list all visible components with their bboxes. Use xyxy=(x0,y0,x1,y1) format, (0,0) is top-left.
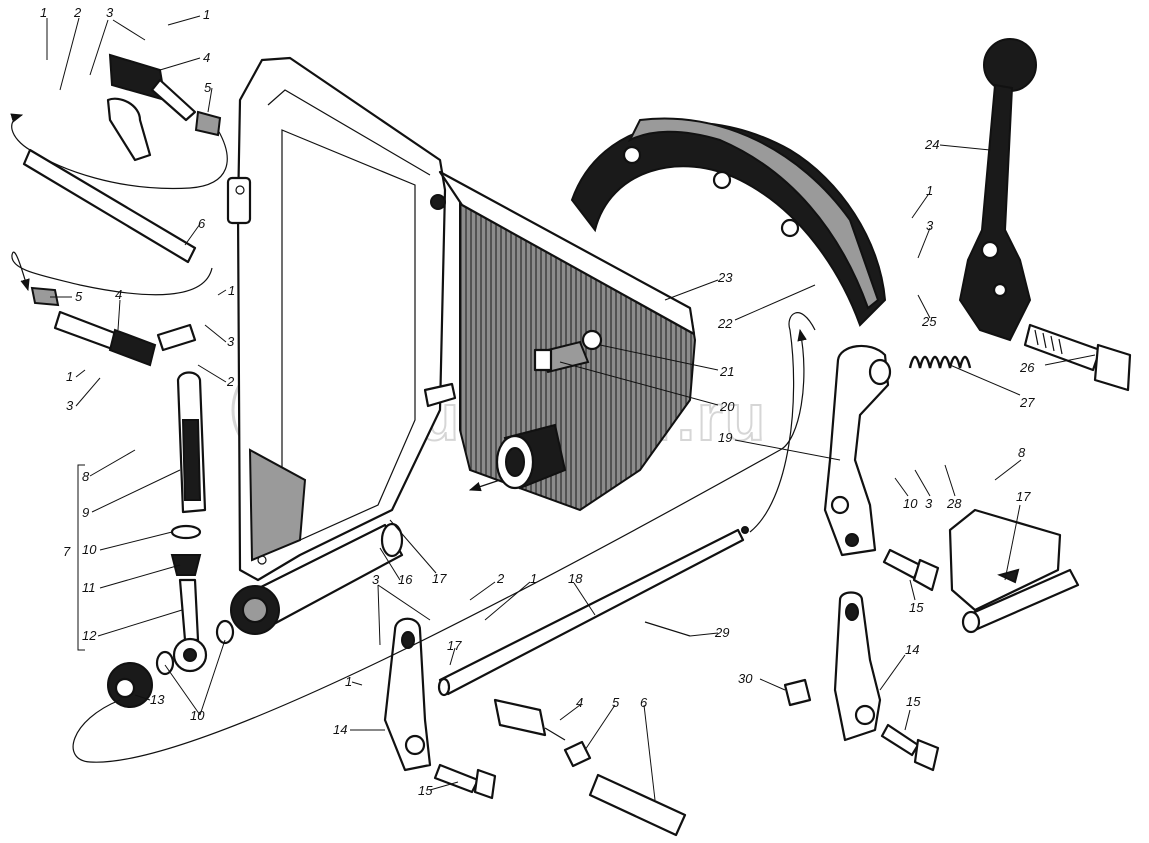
callout-22: 22 xyxy=(717,316,733,331)
callout-17: 17 xyxy=(447,638,462,653)
callout-29: 29 xyxy=(714,625,729,640)
ribbed-plate xyxy=(423,170,697,512)
callout-14: 14 xyxy=(905,642,919,657)
callout-3: 3 xyxy=(926,218,934,233)
callout-28: 28 xyxy=(946,496,962,511)
lever-rod xyxy=(176,371,207,514)
lever-right xyxy=(833,591,882,742)
lever-left xyxy=(383,617,432,772)
callout-9: 9 xyxy=(82,505,89,520)
mounting-plate-frame xyxy=(226,56,447,582)
callout-3: 3 xyxy=(372,572,380,587)
callout-1: 1 xyxy=(40,5,47,20)
callout-16: 16 xyxy=(398,572,413,587)
sleeve-bushing xyxy=(495,423,567,490)
selector-arm xyxy=(823,344,892,557)
knob-gear xyxy=(107,619,235,708)
callout-10: 10 xyxy=(82,542,97,557)
callout-14: 14 xyxy=(333,722,347,737)
callout-15: 15 xyxy=(909,600,924,615)
callout-1: 1 xyxy=(530,571,537,586)
callout-23: 23 xyxy=(717,270,733,285)
main-shaft xyxy=(437,526,749,697)
callout-1: 1 xyxy=(66,369,73,384)
callout-4: 4 xyxy=(203,50,210,65)
callout-21: 21 xyxy=(719,364,734,379)
callout-4: 4 xyxy=(576,695,583,710)
coil-spring xyxy=(908,355,972,369)
callout-5: 5 xyxy=(75,289,83,304)
callout-6: 6 xyxy=(198,216,206,231)
callout-27: 27 xyxy=(1019,395,1035,410)
rod-upper xyxy=(22,148,197,264)
callout-30: 30 xyxy=(738,671,753,686)
callout-3: 3 xyxy=(925,496,933,511)
callout-1: 1 xyxy=(228,283,235,298)
callout-7: 7 xyxy=(63,544,71,559)
assembly-arrows xyxy=(10,113,816,763)
fork-upper xyxy=(106,53,222,162)
fork-lower xyxy=(493,698,687,837)
callout-11: 11 xyxy=(82,580,96,595)
group-bracket xyxy=(77,464,85,651)
callout-20: 20 xyxy=(719,399,735,414)
callout-1: 1 xyxy=(926,183,933,198)
callout-8: 8 xyxy=(1018,445,1026,460)
callout-1: 1 xyxy=(203,7,210,22)
callout-5: 5 xyxy=(204,80,212,95)
callout-2: 2 xyxy=(496,571,505,586)
leader-lines xyxy=(46,15,1096,801)
callout-25: 25 xyxy=(921,314,937,329)
fork-middle xyxy=(30,286,197,367)
callout-12: 12 xyxy=(82,628,97,643)
callout-8: 8 xyxy=(82,469,90,484)
callout-3: 3 xyxy=(106,5,114,20)
washers-stack xyxy=(170,524,208,673)
callout-3: 3 xyxy=(66,398,74,413)
callout-3: 3 xyxy=(227,334,235,349)
callout-24: 24 xyxy=(924,137,939,152)
gear-lever xyxy=(958,38,1037,342)
callout-10: 10 xyxy=(903,496,918,511)
callout-15: 15 xyxy=(418,783,433,798)
gear-sector xyxy=(570,117,887,327)
callout-labels: 1 2 3 1 4 5 6 5 4 1 3 1 3 2 8 9 7 10 11 … xyxy=(40,5,1035,798)
callout-18: 18 xyxy=(568,571,583,586)
callout-19: 19 xyxy=(718,430,732,445)
callout-26: 26 xyxy=(1019,360,1035,375)
callout-5: 5 xyxy=(612,695,620,710)
callout-10: 10 xyxy=(190,708,205,723)
callout-2: 2 xyxy=(226,374,235,389)
callout-4: 4 xyxy=(115,287,122,302)
callout-1: 1 xyxy=(345,674,352,689)
callout-17: 17 xyxy=(432,571,447,586)
callout-15: 15 xyxy=(906,694,921,709)
pinion-tube xyxy=(230,522,404,635)
callout-6: 6 xyxy=(640,695,648,710)
callout-13: 13 xyxy=(150,692,165,707)
small-bolts xyxy=(433,548,940,800)
bolt-long xyxy=(1023,323,1132,392)
callout-2: 2 xyxy=(73,5,82,20)
bracket-partial xyxy=(948,508,1080,634)
callout-17: 17 xyxy=(1016,489,1031,504)
